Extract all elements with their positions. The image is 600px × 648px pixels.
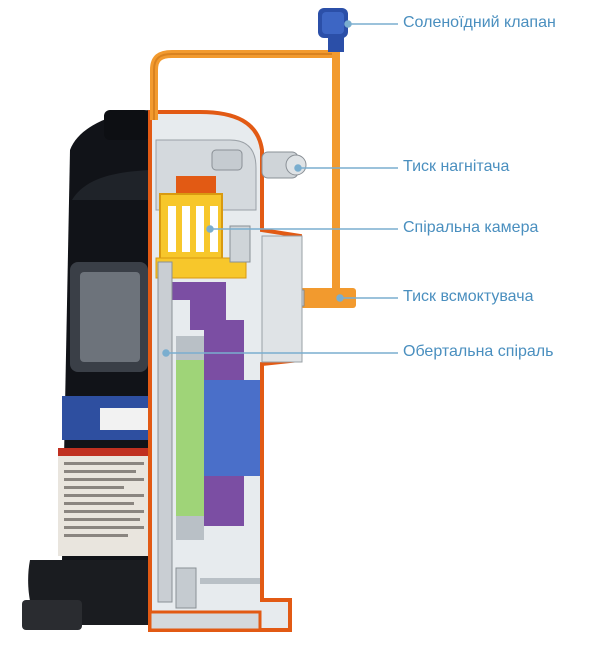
compressor-cutaway xyxy=(148,50,356,632)
scroll-chamber xyxy=(159,176,223,261)
label-orbiting-scroll: Обертальна спіраль xyxy=(403,343,554,360)
suction-fitting xyxy=(300,288,356,308)
motor xyxy=(176,320,260,540)
shaft xyxy=(157,261,173,603)
compressor-shell-exterior xyxy=(22,110,150,630)
label-discharge-pressure: Тиск нагнітача xyxy=(403,158,510,175)
label-solenoid-valve: Соленоїдний клапан xyxy=(403,14,556,31)
label-scroll-chamber: Спіральна камера xyxy=(403,219,539,236)
solenoid-valve-icon xyxy=(318,8,348,52)
label-suction-pressure: Тиск всмоктувача xyxy=(403,288,534,305)
